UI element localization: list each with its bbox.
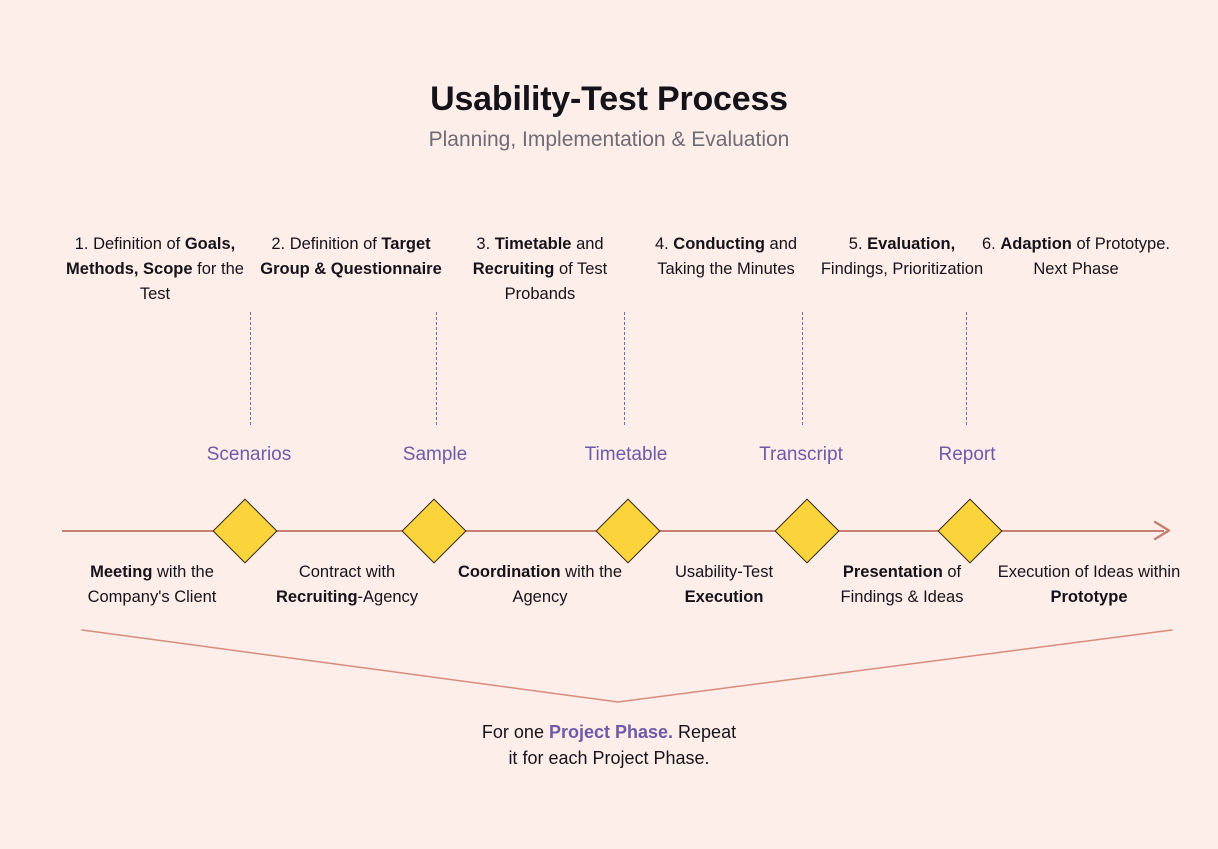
milestone-diamond-1 [212, 498, 278, 564]
column-divider-1 [250, 312, 251, 425]
step-label-2: 2. Definition of Target Group & Question… [260, 235, 442, 278]
deliverable-label-report: Report [938, 444, 996, 465]
milestone-label-6: Execution of Ideas within Prototype [997, 563, 1181, 606]
caption-line-2: it for each Project Phase. [508, 747, 710, 768]
phase-bracket [0, 626, 1218, 710]
step-label-6: 6. Adaption of Prototype. Next Phase [982, 235, 1170, 278]
deliverable-label-timetable: Timetable [584, 444, 668, 465]
timeline-arrow-icon [1152, 519, 1174, 542]
milestone-label-4: Usability-Test Execution [674, 563, 774, 606]
caption-text-before: For one [481, 722, 549, 742]
deliverable-label-scenarios: Scenarios [206, 444, 292, 465]
milestone-label-1: Meeting with the Company's Client [87, 563, 217, 606]
page-subtitle: Planning, Implementation & Evaluation [428, 128, 790, 151]
milestone-diamond-5 [937, 498, 1003, 564]
caption-line-1: For one Project Phase. Repeat [482, 722, 736, 742]
step-label-5: 5. Evaluation, Findings, Prioritization [820, 235, 984, 278]
page-title: Usability-Test Process [430, 80, 788, 118]
milestone-diamond-4 [774, 498, 840, 564]
milestone-label-2: Contract with Recruiting-Agency [275, 563, 419, 606]
column-divider-2 [436, 312, 437, 425]
caption-accent-text: Project Phase. [548, 722, 674, 742]
deliverable-label-transcript: Transcript [759, 444, 843, 465]
milestone-diamond-3 [595, 498, 661, 564]
step-label-1: 1. Definition of Goals, Methods, Scope f… [66, 235, 244, 303]
milestone-label-3: Coordination with the Agency [457, 563, 623, 606]
step-label-row: 1. Definition of Goals, Methods, Scope f… [62, 232, 1170, 322]
column-divider-3 [624, 312, 625, 425]
step-label-4: 4. Conducting and Taking the Minutes [654, 235, 798, 278]
milestone-label-5: Presentation of Findings & Ideas [840, 563, 964, 606]
phase-caption: For one Project Phase. Repeat it for eac… [0, 720, 1218, 771]
milestone-diamond-2 [401, 498, 467, 564]
column-divider-4 [802, 312, 803, 425]
column-divider-5 [966, 312, 967, 425]
step-label-3: 3. Timetable and Recruiting of Test Prob… [472, 235, 608, 303]
deliverable-label-sample: Sample [402, 444, 468, 465]
caption-text-after: Repeat [673, 722, 737, 742]
